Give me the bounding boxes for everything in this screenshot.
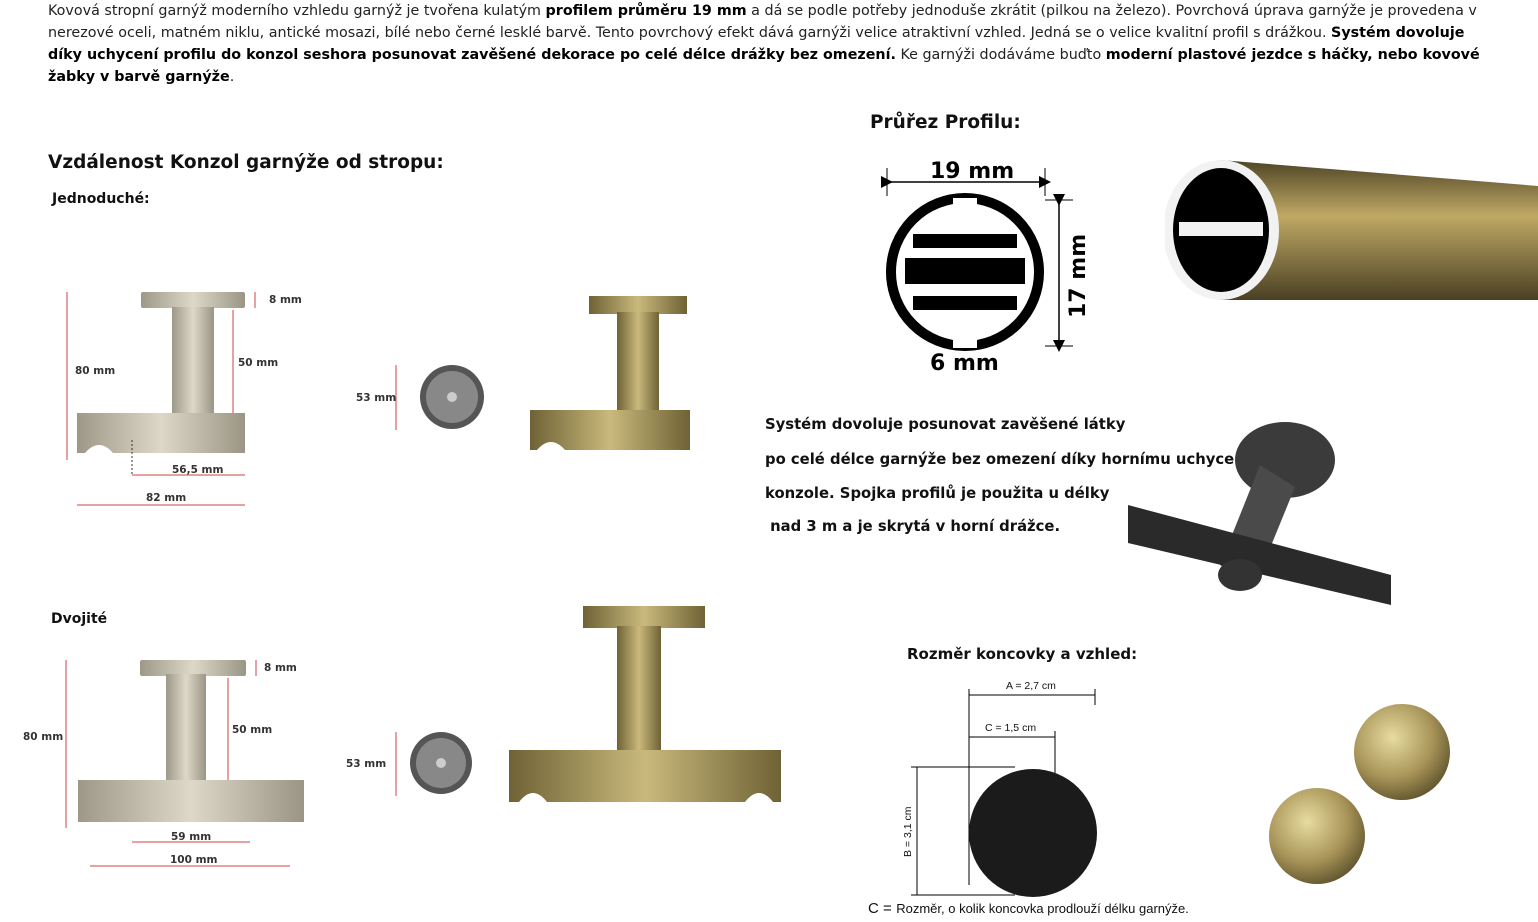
finial-heading: Rozměr koncovky a vzhled: (907, 645, 1138, 663)
double-brass-photo (509, 606, 781, 802)
finial-dim-b: B = 3,1 cm (902, 806, 914, 857)
single-dim-width: 82 mm (146, 492, 186, 504)
double-plate-diagram: 53 mm (346, 732, 472, 796)
single-label: Jednoduché: (52, 191, 150, 207)
single-dim-stem: 50 mm (238, 357, 278, 369)
intro-text: . (229, 69, 235, 85)
double-dim-plate: 53 mm (346, 758, 386, 770)
intro-bold: Systém dovoluje díky uchycení profilu do… (48, 25, 1465, 63)
profile-gap: 6 mm (930, 351, 999, 376)
intro-text: a dá se podle potřeby jednoduše zkrátit … (48, 3, 1477, 41)
finial-diagram: A = 2,7 cm C = 1,5 cm B = 3,1 cm (902, 680, 1097, 897)
double-bracket-diagram: 80 mm 8 mm 50 mm 59 mm 100 mm (23, 660, 304, 867)
rod-photo (1165, 160, 1538, 300)
finial-dim-c: C = 1,5 cm (985, 722, 1036, 734)
single-dim-plate: 53 mm (356, 392, 396, 404)
double-dim-stem: 50 mm (232, 724, 272, 736)
single-plate-diagram: 53 mm (356, 365, 484, 430)
system-line-3: konzole. Spojka profilů je použita u dél… (765, 485, 1110, 502)
single-bracket-diagram: 80 mm 8 mm 50 mm 56,5 mm 82 mm (66, 292, 302, 506)
finial-dim-a: A = 2,7 cm (1006, 680, 1056, 692)
black-bracket-photo (1128, 422, 1391, 605)
profile-cross-section: 19 mm 17 mm 6 mm (881, 159, 1091, 376)
system-line-4: nad 3 m a je skrytá v horní drážce. (765, 518, 1061, 535)
bracket-distance-heading: Vzdálenost Konzol garnýže od stropu: (48, 152, 444, 173)
profile-height: 17 mm (1066, 234, 1091, 318)
finial-note-letter: C = (868, 900, 892, 917)
system-line-1: Systém dovoluje posunovat zavěšené látky (765, 416, 1126, 433)
finial-note: C = Rozměr, o kolik koncovka prodlouží d… (868, 900, 1189, 918)
double-dim-inner: 59 mm (171, 831, 211, 843)
profile-width: 19 mm (930, 159, 1014, 184)
profile-heading: Průřez Profilu: (870, 112, 1021, 133)
intro-bold: moderní plastové jezdce s háčky, nebo ko… (48, 47, 1480, 85)
single-dim-inner: 56,5 mm (172, 464, 224, 476)
system-line-2: po celé délce garnýže bez omezení díky h… (765, 451, 1250, 468)
double-dim-height: 80 mm (23, 731, 63, 743)
intro-paragraph: Kovová stropní garnýž moderního vzhledu … (48, 0, 1488, 88)
single-brass-photo (530, 296, 690, 450)
intro-text: Ke garnýži dodáváme buďto (895, 47, 1106, 63)
single-dim-top: 8 mm (269, 294, 302, 306)
single-dim-height: 80 mm (75, 365, 115, 377)
intro-bold: profilem průměru 19 mm (545, 3, 747, 19)
finial-note-text: Rozměr, o kolik koncovka prodlouží délku… (896, 901, 1189, 916)
brass-balls-photo (1269, 704, 1450, 884)
double-label: Dvojité (51, 611, 108, 627)
intro-text: Kovová stropní garnýž moderního vzhledu … (48, 3, 546, 19)
double-dim-width: 100 mm (170, 854, 218, 866)
double-dim-top: 8 mm (264, 662, 297, 674)
